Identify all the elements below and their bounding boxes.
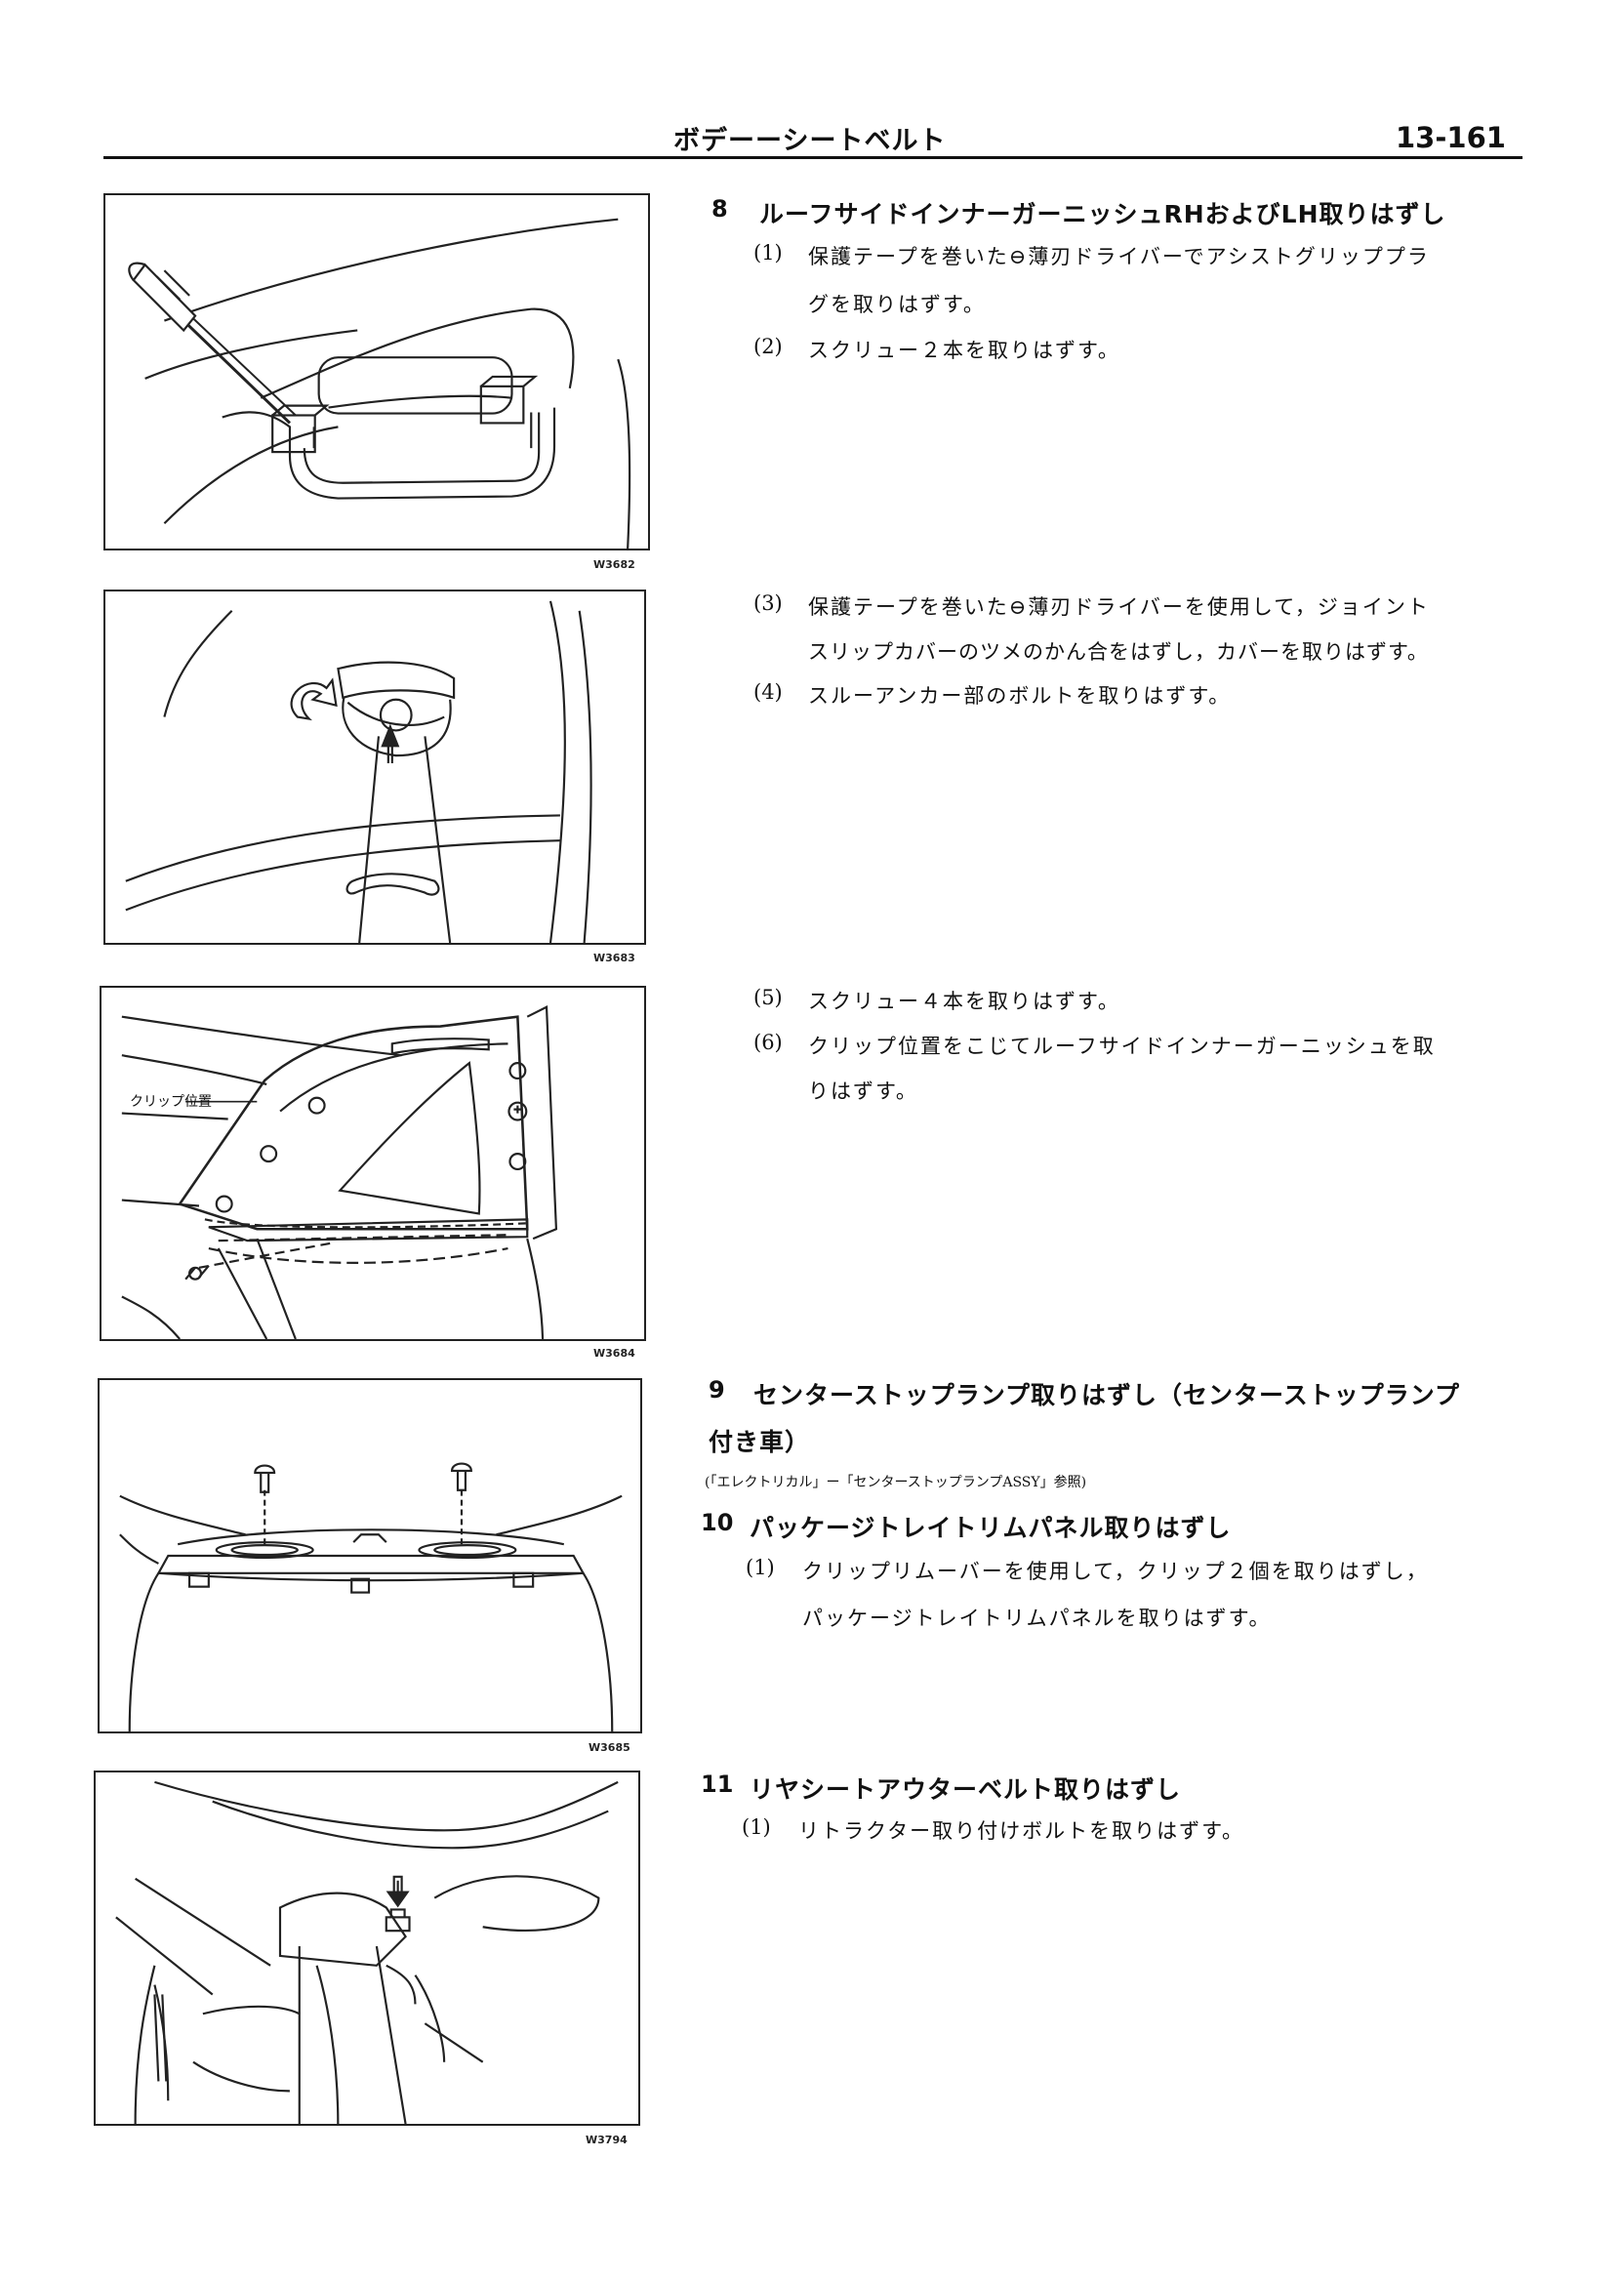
section-title: パッケージトレイトリムパネル取りはずし <box>750 1514 1232 1542</box>
figure-slip-cover <box>103 590 646 945</box>
step-text: クリップ位置をこじてルーフサイドインナーガーニッシュを取 <box>808 1035 1436 1058</box>
step-number: (4) <box>753 680 783 704</box>
figure-rear-seat-belt <box>94 1771 640 2126</box>
step-number: (1) <box>742 1815 771 1839</box>
step-text: りはずす。 <box>808 1079 918 1103</box>
section-number: 10 <box>701 1509 734 1536</box>
figure-code: W3685 <box>589 1741 630 1754</box>
clip-position-callout: クリップ位置 <box>130 1094 212 1110</box>
section-number: 11 <box>701 1771 734 1798</box>
section-title: リヤシートアウターベルト取りはずし <box>750 1775 1182 1804</box>
page-number: 13-161 <box>1396 121 1506 154</box>
step-text: 保護テープを巻いた⊖薄刃ドライバーを使用して，ジョイント <box>808 595 1430 619</box>
assist-grip-drawing <box>128 218 631 549</box>
section-title: センターストップランプ取りはずし（センターストップランプ <box>753 1381 1461 1409</box>
step-text: スクリュー２本を取りはずす。 <box>808 339 1120 362</box>
figure-code: W3682 <box>593 558 635 571</box>
reference-note: (「エレクトリカル」ー「センターストップランプASSY」参照) <box>705 1475 1087 1490</box>
package-tray-drawing <box>119 1462 623 1731</box>
step-number: (6) <box>753 1031 783 1054</box>
step-text: パッケージトレイトリムパネルを取りはずす。 <box>802 1607 1272 1630</box>
header-rule <box>103 156 1522 159</box>
step-text: グを取りはずす。 <box>808 293 986 316</box>
step-text: スリップカバーのツメのかん合をはずし，カバーを取りはずす。 <box>808 640 1429 664</box>
step-number: (5) <box>753 986 783 1009</box>
figure-code: W3684 <box>593 1347 635 1360</box>
slip-cover-drawing <box>125 600 592 943</box>
step-text: スクリュー４本を取りはずす。 <box>808 990 1120 1013</box>
rear-seat-belt-drawing <box>115 1780 619 2124</box>
roof-side-garnish-drawing <box>121 1005 558 1339</box>
step-text: 保護テープを巻いた⊖薄刃ドライバーでアシストグリッププラ <box>808 245 1430 268</box>
step-number: (1) <box>753 241 783 265</box>
step-number: (1) <box>746 1556 775 1579</box>
step-number: (3) <box>753 591 783 615</box>
figure-code: W3794 <box>586 2134 628 2146</box>
section-header-title: ボデーーシートベルト <box>673 126 947 156</box>
section-number: 8 <box>711 195 728 223</box>
section-title: ルーフサイドインナーガーニッシュRHおよびLH取りはずし <box>759 200 1446 228</box>
figure-code: W3683 <box>593 952 635 964</box>
step-text: クリップリムーバーを使用して，クリップ２個を取りはずし， <box>802 1560 1429 1583</box>
figure-assist-grip <box>103 193 650 550</box>
step-number: (2) <box>753 335 783 358</box>
figure-roof-side-garnish <box>100 986 646 1341</box>
section-title: 付き車） <box>709 1428 811 1456</box>
section-number: 9 <box>709 1376 725 1404</box>
figure-package-tray <box>98 1378 642 1733</box>
step-text: スルーアンカー部のボルトを取りはずす。 <box>808 684 1232 708</box>
step-text: リトラクター取り付けボルトを取りはずす。 <box>798 1819 1245 1843</box>
